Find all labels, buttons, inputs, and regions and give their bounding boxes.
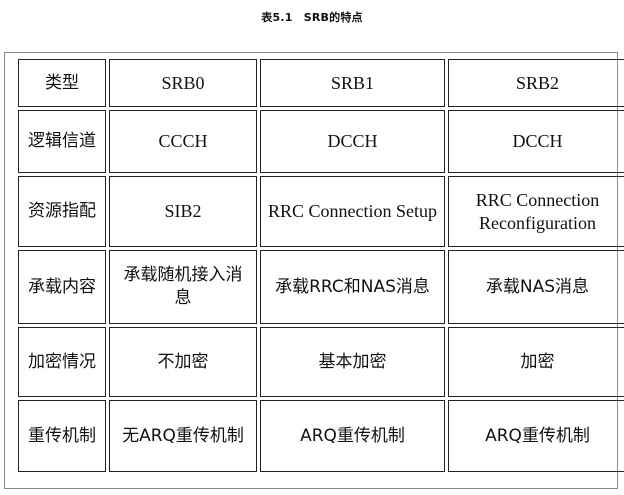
table-header-row: 类型 SRB0 SRB1 SRB2 [18,59,624,107]
row-label-cell: 加密情况 [18,327,106,397]
row-label-cell: 承载内容 [18,250,106,324]
table-cell: 承载随机接入消息 [109,250,257,324]
table-row: 承载内容 承载随机接入消息 承载RRC和NAS消息 承载NAS消息 [18,250,624,324]
table-cell: RRC Connection Setup [260,176,445,247]
table-cell: DCCH [448,110,624,173]
table-cell: 承载NAS消息 [448,250,624,324]
table-cell: 承载RRC和NAS消息 [260,250,445,324]
table-row: 加密情况 不加密 基本加密 加密 [18,327,624,397]
row-label-cell: 资源指配 [18,176,106,247]
table-cell: 无ARQ重传机制 [109,400,257,472]
header-cell-srb1: SRB1 [260,59,445,107]
header-cell-srb2: SRB2 [448,59,624,107]
table-cell: DCCH [260,110,445,173]
table-row: 逻辑信道 CCCH DCCH DCCH [18,110,624,173]
table-cell: 不加密 [109,327,257,397]
table-row: 重传机制 无ARQ重传机制 ARQ重传机制 ARQ重传机制 [18,400,624,472]
table-cell: RRC Connection Reconfiguration [448,176,624,247]
table-cell: ARQ重传机制 [448,400,624,472]
header-cell-srb0: SRB0 [109,59,257,107]
row-label-cell: 重传机制 [18,400,106,472]
table-cell: ARQ重传机制 [260,400,445,472]
table-cell: 加密 [448,327,624,397]
table-cell: 基本加密 [260,327,445,397]
row-label-cell: 逻辑信道 [18,110,106,173]
header-cell-type: 类型 [18,59,106,107]
table-cell: CCCH [109,110,257,173]
table-frame [4,52,618,489]
table-cell: SIB2 [109,176,257,247]
table-row: 资源指配 SIB2 RRC Connection Setup RRC Conne… [18,176,624,247]
srb-table: 类型 SRB0 SRB1 SRB2 逻辑信道 CCCH DCCH DCCH 资源… [15,56,624,475]
table-caption: 表5.1 SRB的特点 [261,11,363,24]
